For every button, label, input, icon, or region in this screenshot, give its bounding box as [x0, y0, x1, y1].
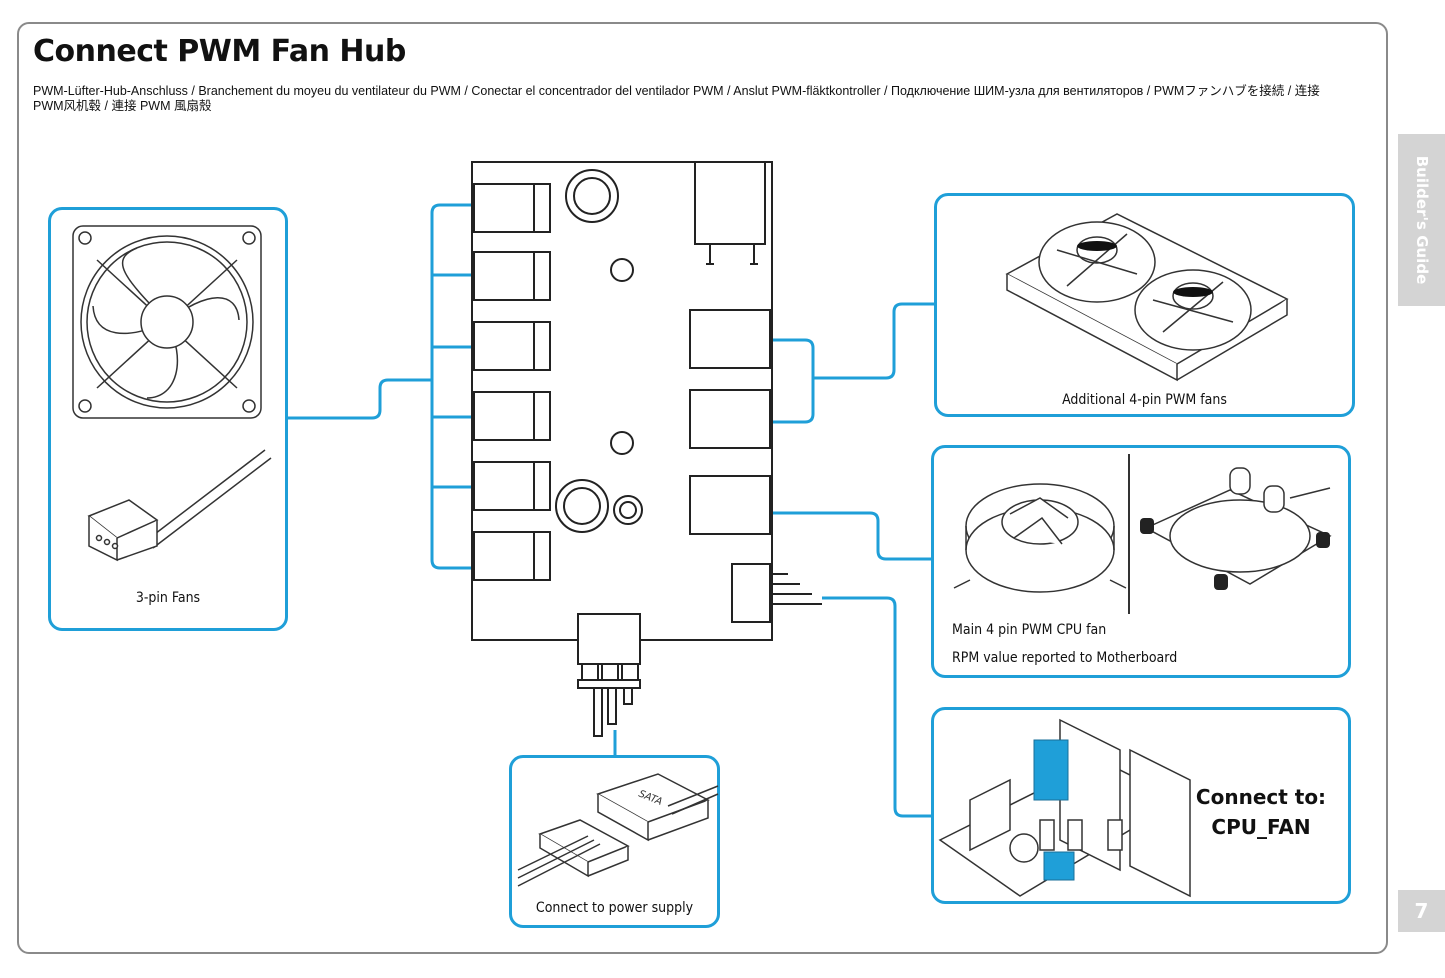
cpu-panel-divider	[1128, 454, 1130, 614]
three-pin-fans-label: 3-pin Fans	[135, 590, 201, 606]
dual-fan-radiator-illustration	[1005, 213, 1289, 382]
power-supply-label: Connect to power supply	[535, 900, 694, 916]
connect-to-line2: CPU_FAN	[1211, 815, 1311, 839]
three-pin-fans-panel: 3-pin Fans	[48, 207, 288, 631]
three-pin-fan-illustration	[72, 225, 272, 562]
sata-connector-illustration: SATA	[517, 773, 719, 887]
motherboard-illustration	[938, 718, 1191, 898]
cpu-fan-label-line1: Main 4 pin PWM CPU fan	[952, 622, 1107, 638]
cpu-cooler-illustration	[953, 483, 1127, 593]
cpu-fan-panel: Main 4 pin PWM CPU fan RPM value reporte…	[931, 445, 1351, 678]
page-title: Connect PWM Fan Hub	[33, 34, 406, 69]
motherboard-panel: Connect to: CPU_FAN	[931, 707, 1351, 904]
additional-fans-label: Additional 4-pin PWM fans	[1062, 392, 1227, 408]
water-block-illustration	[1140, 467, 1332, 590]
pwm-fan-hub-board	[471, 161, 822, 737]
cpu-fan-label-line2: RPM value reported to Motherboard	[952, 650, 1178, 666]
page-number: 7	[1398, 890, 1445, 932]
hub-header-left	[473, 183, 551, 581]
highlighted-cpu-fan-header	[1043, 851, 1075, 881]
additional-fans-panel: Additional 4-pin PWM fans	[934, 193, 1355, 417]
page-subtitle: PWM-Lüfter-Hub-Anschluss / Branchement d…	[33, 84, 1320, 113]
power-supply-panel: SATA Connect to power supply	[509, 755, 720, 928]
highlighted-header-top	[1033, 739, 1069, 801]
connect-to-line1: Connect to:	[1195, 785, 1327, 809]
page-frame	[17, 22, 1388, 954]
section-tab: Builder's Guide	[1398, 134, 1445, 306]
connect-to-callout: Connect to: CPU_FAN	[1186, 782, 1336, 842]
